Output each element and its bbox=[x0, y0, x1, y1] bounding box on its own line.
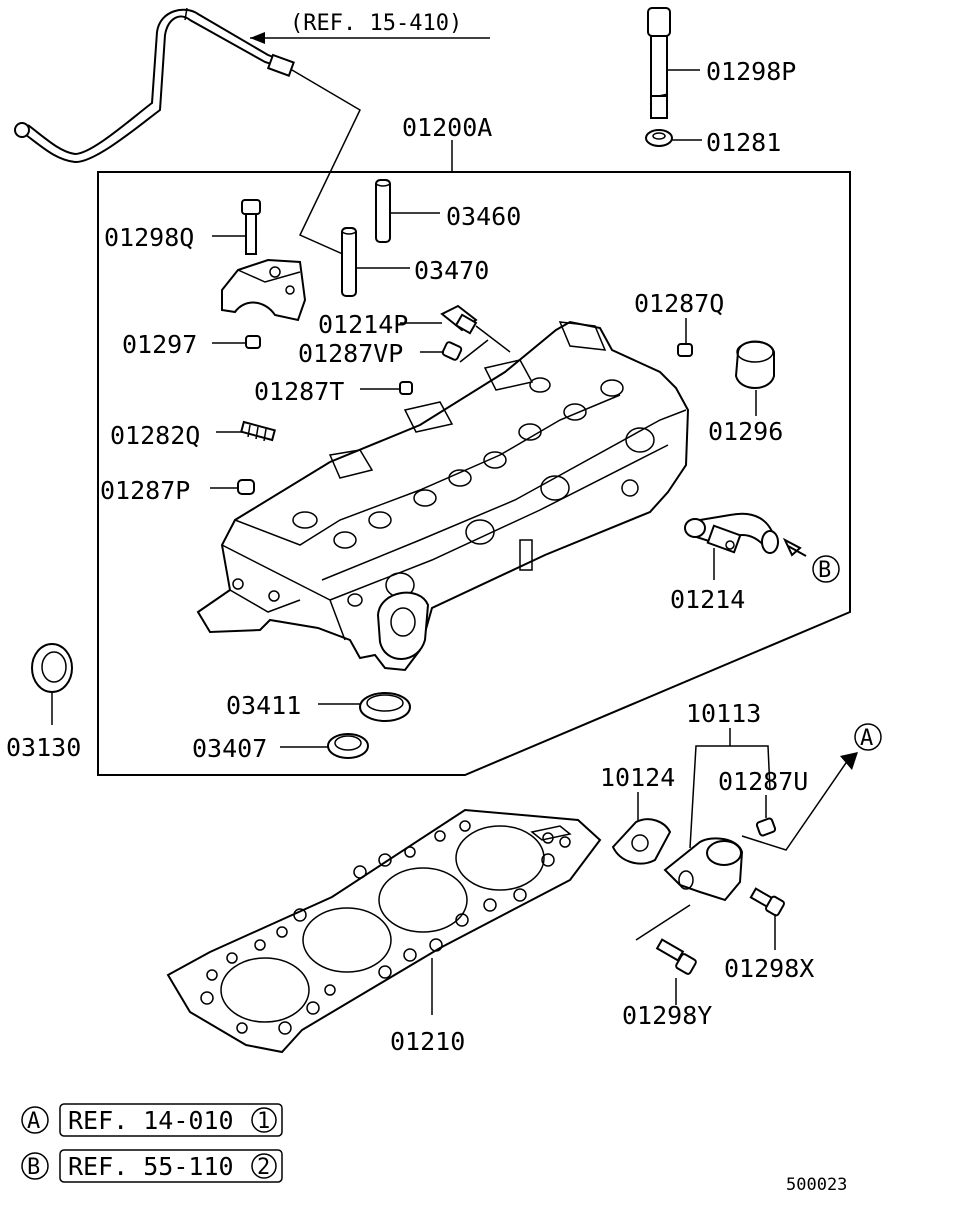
label-03407: 03407 bbox=[192, 734, 267, 763]
label-01210: 01210 bbox=[390, 1027, 465, 1056]
legend-a-marker: A bbox=[27, 1109, 40, 1134]
label-01296: 01296 bbox=[708, 417, 783, 446]
label-03460: 03460 bbox=[446, 202, 521, 231]
bolt-01298p: 01298P bbox=[647, 7, 796, 119]
label-01287vp: 01287VP bbox=[298, 339, 403, 368]
label-01287u: 01287U bbox=[718, 767, 808, 796]
ref-top-label: (REF. 15-410) bbox=[290, 11, 462, 36]
seal-03411: 03411 bbox=[226, 691, 411, 722]
drawing-number: 500023 bbox=[786, 1175, 847, 1195]
valve-guide-03470: 03470 bbox=[341, 227, 489, 297]
label-01298y: 01298Y bbox=[622, 1001, 712, 1030]
label-01214: 01214 bbox=[670, 585, 745, 614]
bolt-01298y: 01298Y bbox=[622, 938, 712, 1030]
bolt-01298q: 01298Q bbox=[104, 199, 261, 255]
label-01287p: 01287P bbox=[100, 476, 190, 505]
oil-seal-03130: 03130 bbox=[6, 643, 81, 762]
marker-a-circle-label: A bbox=[860, 726, 873, 751]
label-01298q: 01298Q bbox=[104, 223, 194, 252]
plug-01287vp: 01287VP bbox=[298, 339, 489, 368]
legend-a-num: 1 bbox=[257, 1109, 270, 1134]
assembly-frame-01200a: 01200A bbox=[97, 113, 851, 776]
seal-03407: 03407 bbox=[192, 733, 369, 763]
bolt-01298x: 01298X bbox=[724, 887, 814, 983]
cylinder-head bbox=[196, 320, 690, 672]
label-01287q: 01287Q bbox=[634, 289, 724, 318]
label-01200a: 01200A bbox=[402, 113, 492, 142]
legend-row-a: A REF. 14-010 1 bbox=[21, 1103, 283, 1137]
cam-cap-01297: 01297 bbox=[122, 258, 307, 359]
label-01214p: 01214P bbox=[318, 310, 408, 339]
fitting-01214p: 01214P bbox=[318, 304, 511, 353]
label-01298x: 01298X bbox=[724, 954, 814, 983]
legend-b-marker: B bbox=[27, 1155, 40, 1180]
label-01281: 01281 bbox=[706, 128, 781, 157]
plug-01287t: 01287T bbox=[254, 377, 413, 406]
label-03130: 03130 bbox=[6, 733, 81, 762]
valve-seats bbox=[292, 377, 655, 607]
washer-01281: 01281 bbox=[645, 128, 781, 157]
marker-b-circle-label: B bbox=[818, 558, 831, 583]
legend-b-num: 2 bbox=[257, 1155, 270, 1180]
breather-pipe bbox=[14, 7, 361, 256]
ref-15-410-callout: (REF. 15-410) bbox=[250, 11, 490, 44]
stud-01282q: 01282Q bbox=[110, 420, 276, 450]
legend-b-ref: REF. 55-110 bbox=[68, 1152, 234, 1181]
label-01297: 01297 bbox=[122, 330, 197, 359]
plug-01287u: 01287U A bbox=[718, 723, 882, 851]
gasket-10124: 10124 bbox=[600, 763, 675, 865]
head-gasket-01210: 01210 bbox=[166, 808, 602, 1056]
plug-01287p: 01287P bbox=[100, 476, 255, 505]
label-03411: 03411 bbox=[226, 691, 301, 720]
label-01287t: 01287T bbox=[254, 377, 344, 406]
thermostat-housing-10113: 10113 bbox=[635, 699, 771, 941]
water-pipe-01214: 01214 B bbox=[670, 512, 840, 614]
valve-guide-03460: 03460 bbox=[375, 179, 521, 243]
label-10124: 10124 bbox=[600, 763, 675, 792]
label-01282q: 01282Q bbox=[110, 421, 200, 450]
plug-01287q: 01287Q bbox=[634, 289, 724, 357]
label-03470: 03470 bbox=[414, 256, 489, 285]
legend-a-ref: REF. 14-010 bbox=[68, 1106, 234, 1135]
label-10113: 10113 bbox=[686, 699, 761, 728]
label-01298p: 01298P bbox=[706, 57, 796, 86]
legend-row-b: B REF. 55-110 2 bbox=[21, 1149, 283, 1183]
cam-bearing-bosses bbox=[328, 321, 607, 479]
cap-01296: 01296 bbox=[708, 340, 783, 446]
